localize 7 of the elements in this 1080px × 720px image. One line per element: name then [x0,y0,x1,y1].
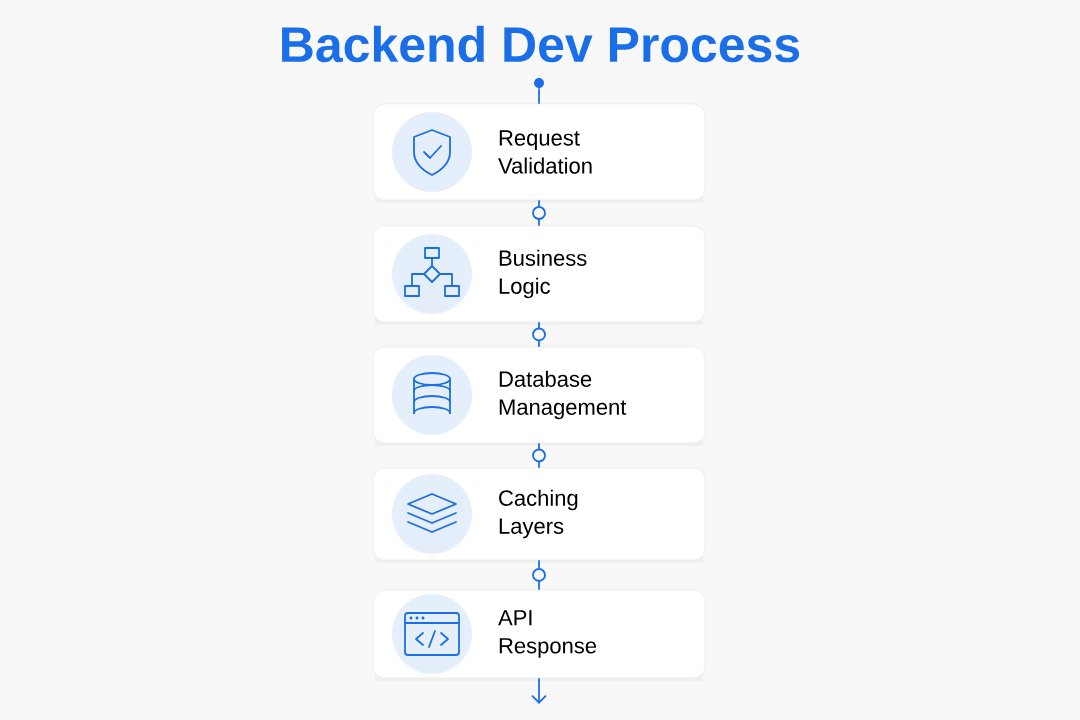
connector [538,559,540,591]
connector [538,199,540,227]
connector [538,87,540,105]
connector [538,321,540,348]
title: Backend Dev Process [282,25,800,63]
connector [531,677,547,704]
connector [538,442,540,469]
